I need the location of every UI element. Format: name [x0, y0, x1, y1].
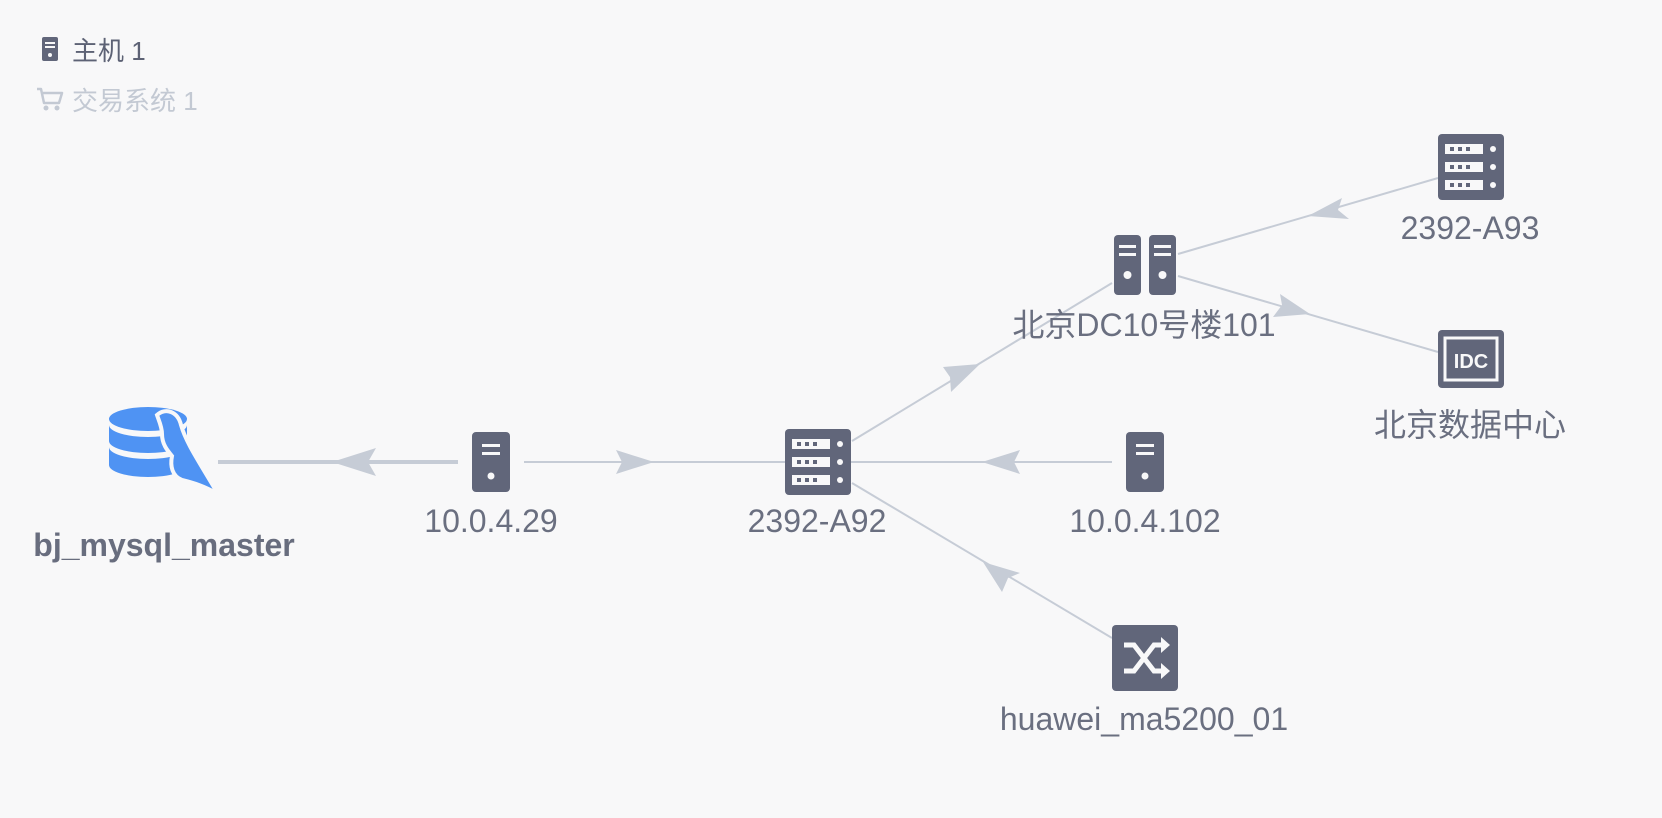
edge-arrow	[1308, 198, 1349, 219]
rack-server-icon	[1438, 134, 1504, 200]
mysql-database-icon	[109, 407, 224, 500]
legend-label-host: 主机 1	[72, 35, 146, 66]
node-beijing-idc[interactable]: IDC 北京数据中心	[1374, 330, 1566, 443]
edge-a92-dc	[851, 282, 1113, 442]
node-label: huawei_ma5200_01	[1000, 701, 1288, 737]
node-label: 北京DC10号楼101	[1012, 307, 1275, 343]
node-label: 10.0.4.29	[424, 503, 557, 539]
idc-badge: IDC	[1454, 351, 1488, 373]
edge-arrow	[332, 448, 376, 476]
legend-item-trading-system[interactable]: 交易系统 1	[36, 82, 198, 116]
node-label: bj_mysql_master	[33, 527, 294, 563]
edge-arrow	[616, 450, 654, 474]
edge-arrow	[983, 562, 1020, 592]
legend-item-host[interactable]: 主机 1	[36, 32, 198, 66]
node-host-10-0-4-29[interactable]: 10.0.4.29	[424, 432, 558, 539]
edge-switch-a92	[851, 482, 1113, 639]
cabinet-icon	[1114, 235, 1176, 295]
host-icon	[1126, 432, 1164, 492]
edge-arrow	[943, 364, 980, 392]
node-label: 2392-A93	[1401, 210, 1540, 246]
node-label: 北京数据中心	[1374, 407, 1566, 443]
host-icon	[36, 35, 64, 63]
node-host-10-0-4-102[interactable]: 10.0.4.102	[1069, 432, 1221, 539]
node-label: 10.0.4.102	[1069, 503, 1220, 539]
edge-arrow	[1273, 294, 1310, 317]
switch-icon	[1112, 625, 1178, 691]
edge-arrow	[982, 450, 1020, 474]
node-mysql-master[interactable]: bj_mysql_master	[33, 407, 295, 563]
edges	[218, 177, 1439, 639]
rack-server-icon	[785, 429, 851, 495]
host-icon	[472, 432, 510, 492]
node-2392-a93[interactable]: 2392-A93	[1401, 134, 1540, 246]
node-2392-a92[interactable]: 2392-A92	[748, 429, 887, 539]
node-huawei-ma5200-01[interactable]: huawei_ma5200_01	[1000, 625, 1288, 737]
cart-icon	[36, 85, 64, 113]
node-beijing-dc10-101[interactable]: 北京DC10号楼101	[1012, 235, 1276, 343]
node-label: 2392-A92	[748, 503, 887, 539]
legend: 主机 1 交易系统 1	[36, 32, 198, 132]
legend-label-trading-system: 交易系统 1	[72, 85, 198, 116]
